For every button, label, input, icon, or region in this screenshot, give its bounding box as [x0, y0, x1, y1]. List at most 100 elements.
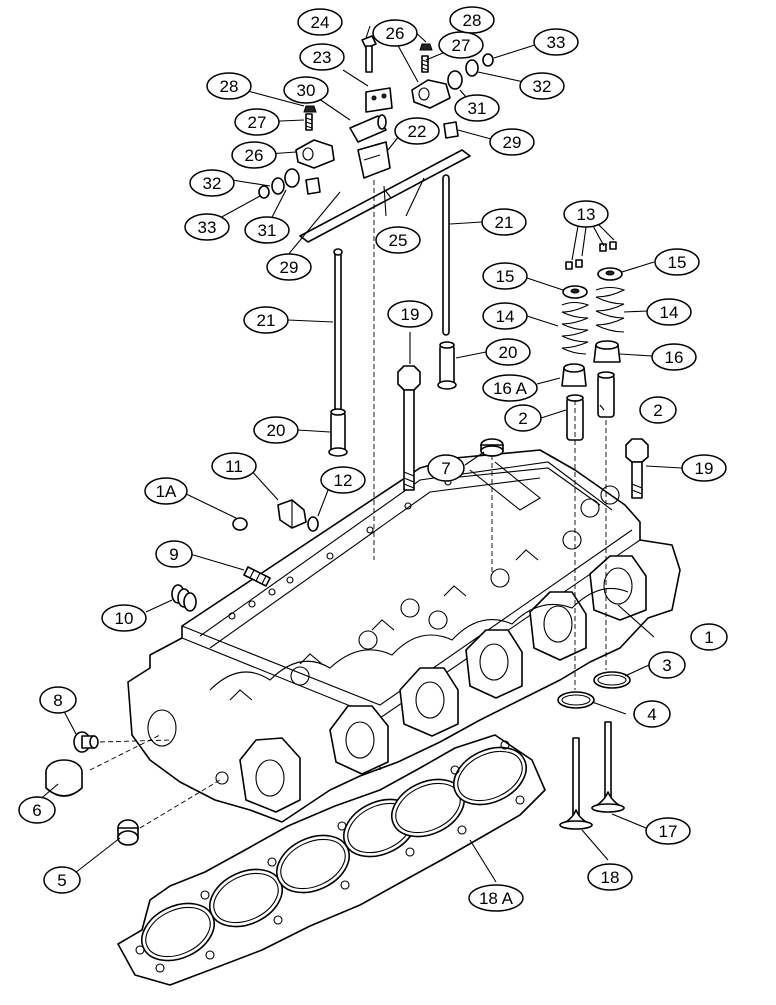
callout-32-right: 32	[519, 72, 565, 100]
svg-text:27: 27	[452, 36, 471, 55]
spring-pin-9	[243, 566, 271, 587]
callout-16: 16	[651, 343, 697, 371]
callout-32-left: 32	[189, 169, 235, 197]
svg-text:2: 2	[518, 409, 527, 428]
valve-spring-left	[561, 301, 590, 355]
svg-text:24: 24	[311, 13, 330, 32]
sleeve-5	[117, 819, 139, 846]
callout-28-left: 28	[206, 72, 252, 100]
spring-retainer-left	[562, 285, 588, 299]
rocker-arm-right	[411, 79, 451, 109]
crosshead-29-left	[305, 177, 321, 195]
ring-33-right	[482, 53, 494, 67]
callout-29-right: 29	[489, 128, 535, 156]
head-bolt-left	[397, 365, 421, 491]
callout-19-left: 19	[387, 300, 433, 328]
svg-text:30: 30	[297, 81, 316, 100]
callout-11: 11	[211, 452, 257, 480]
valve-stem-seal-16	[593, 340, 621, 363]
plug-8	[73, 731, 99, 753]
svg-text:26: 26	[245, 146, 264, 165]
callout-14-right: 14	[646, 298, 692, 326]
svg-text:32: 32	[533, 77, 552, 96]
adjusting-screw-27-left	[305, 113, 313, 131]
svg-text:28: 28	[463, 11, 482, 30]
svg-text:7: 7	[441, 459, 450, 478]
callout-31-left: 31	[244, 216, 290, 244]
svg-text:21: 21	[495, 213, 514, 232]
head-gasket	[117, 734, 546, 986]
svg-text:1: 1	[704, 628, 713, 647]
oring-12	[307, 516, 319, 532]
svg-text:19: 19	[695, 459, 714, 478]
callout-29-left: 29	[266, 253, 312, 281]
nut-28-right	[419, 43, 433, 51]
intake-valve	[591, 721, 625, 813]
callout-24: 24	[297, 8, 343, 36]
valve-spring-right	[595, 286, 626, 333]
callout-28-right: 28	[449, 6, 495, 34]
svg-text:16 A: 16 A	[493, 379, 528, 398]
cylinder-head	[127, 449, 681, 823]
rocker-bracket-23	[365, 87, 393, 113]
exhaust-valve	[559, 737, 593, 830]
callout-21-right: 21	[481, 208, 527, 236]
svg-text:2: 2	[653, 401, 662, 420]
callout-20-left: 20	[253, 416, 299, 444]
pushrod-tube-right	[437, 341, 457, 390]
pushrod-tube-left	[328, 408, 348, 457]
spring-retainer-right	[597, 267, 623, 281]
alignment-lines	[89, 180, 607, 829]
callout-17: 17	[645, 817, 691, 845]
head-bolt-right	[625, 438, 649, 499]
callout-25: 25	[375, 226, 421, 254]
nut-28-left	[303, 105, 317, 113]
callouts: 1 1A 2 2 3 4 5 6 7 8 9 10 11 12 13 14 14…	[18, 6, 728, 912]
svg-text:22: 22	[408, 122, 427, 141]
pushrod-left	[333, 248, 343, 413]
callout-9: 9	[155, 540, 193, 568]
svg-text:20: 20	[499, 343, 518, 362]
callout-3: 3	[648, 651, 686, 679]
svg-text:29: 29	[503, 133, 522, 152]
callout-14-left: 14	[482, 302, 528, 330]
svg-text:21: 21	[257, 311, 276, 330]
callout-18a: 18 A	[468, 884, 524, 912]
svg-text:18: 18	[601, 868, 620, 887]
svg-text:12: 12	[334, 471, 353, 490]
svg-text:6: 6	[32, 801, 41, 820]
ring-33-left	[258, 185, 270, 199]
svg-text:28: 28	[220, 77, 239, 96]
svg-text:14: 14	[660, 303, 679, 322]
callout-1: 1	[690, 623, 728, 651]
washer-32-right	[465, 59, 479, 77]
svg-text:31: 31	[258, 221, 277, 240]
callout-13: 13	[563, 200, 609, 228]
callout-1a: 1A	[144, 477, 188, 505]
svg-text:17: 17	[659, 822, 678, 841]
svg-text:23: 23	[313, 48, 332, 67]
callout-20-right: 20	[485, 338, 531, 366]
fitting-11	[277, 499, 307, 529]
callout-33-right: 33	[533, 28, 579, 56]
callout-26-left: 26	[231, 141, 277, 169]
callout-19-right: 19	[681, 454, 727, 482]
callout-2-left: 2	[504, 404, 542, 432]
svg-text:18 A: 18 A	[479, 889, 514, 908]
callout-33-left: 33	[184, 213, 230, 241]
svg-text:25: 25	[389, 231, 408, 250]
callout-16a: 16 A	[482, 374, 538, 402]
callout-10: 10	[101, 604, 147, 632]
callout-22: 22	[394, 117, 440, 145]
svg-text:9: 9	[169, 545, 178, 564]
callout-30: 30	[283, 76, 329, 104]
svg-text:19: 19	[401, 305, 420, 324]
svg-text:13: 13	[577, 205, 596, 224]
svg-text:15: 15	[496, 267, 515, 286]
svg-text:1A: 1A	[156, 482, 177, 501]
callout-18: 18	[587, 863, 633, 891]
valve-keepers	[565, 241, 617, 270]
plug-1a	[232, 517, 248, 531]
svg-text:27: 27	[248, 113, 267, 132]
